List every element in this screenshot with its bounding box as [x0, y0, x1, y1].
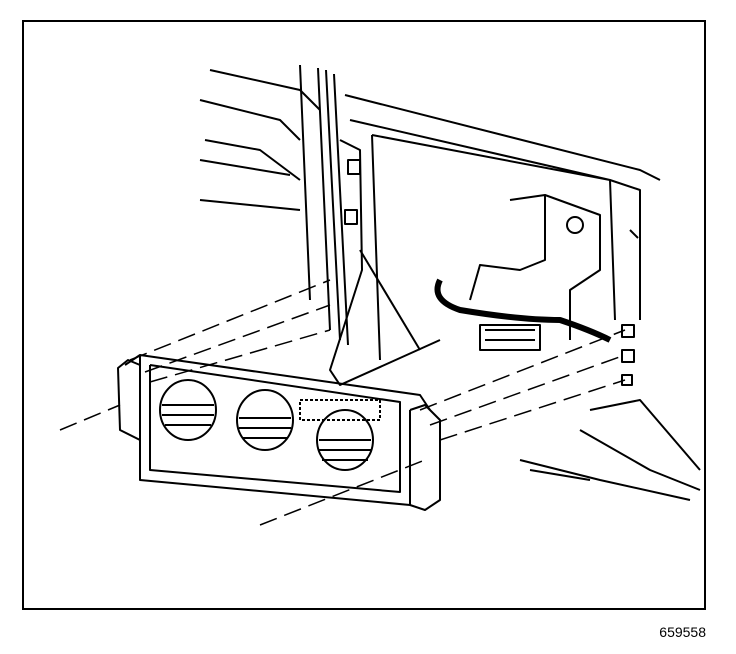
figure-number: 659558	[659, 624, 706, 640]
hvac-control-assembly	[117, 354, 441, 511]
left-control-knob	[159, 379, 217, 441]
alignment-lines	[59, 279, 626, 526]
center-control-knob	[236, 389, 294, 451]
mounting-bracket	[434, 194, 612, 351]
dash-panel-structure	[199, 64, 661, 386]
figure-border	[22, 20, 706, 610]
right-panel-parts	[519, 324, 701, 501]
right-control-knob	[316, 409, 374, 471]
connector-pins	[299, 399, 381, 421]
